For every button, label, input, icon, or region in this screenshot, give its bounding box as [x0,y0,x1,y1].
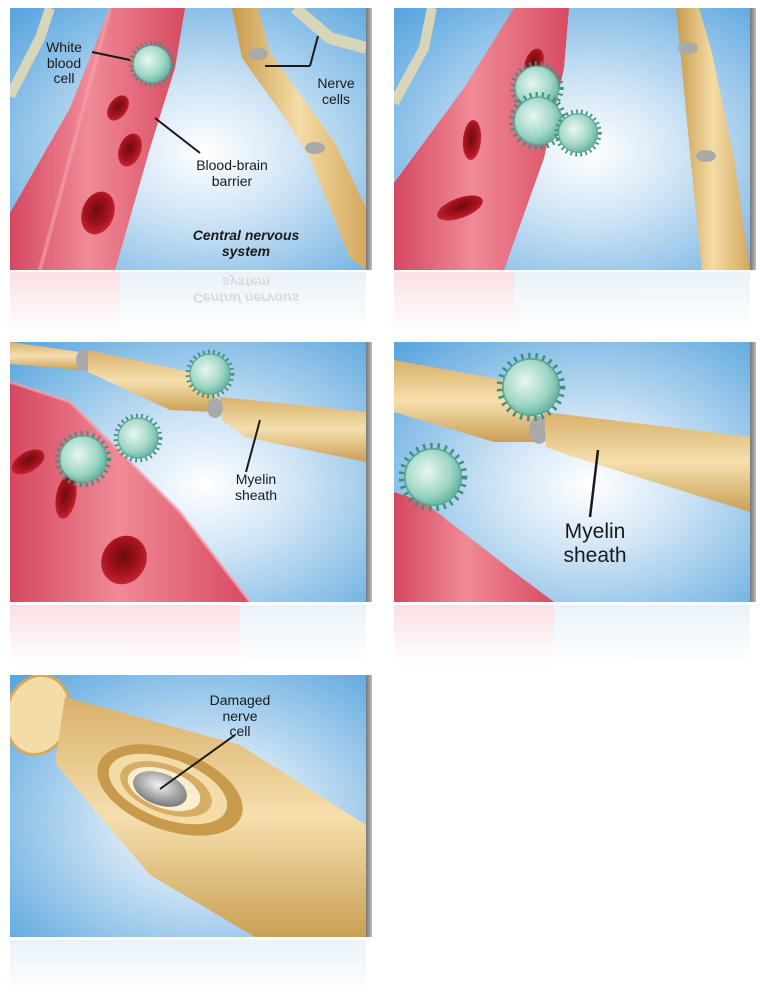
label-nerve-cells: Nerve cells [317,75,355,107]
nerve-cell-icon [394,360,750,512]
panel-4-edge [750,342,756,602]
panel-1-reflection: Central nervous system [10,272,366,332]
label-myelin-sheath: Myelin sheath [563,520,627,568]
label-myelin-sheath: Myelin sheath [234,471,278,503]
panel-3-attack-myelin: Myelin sheath [10,342,366,602]
nerve-cell-icon [10,342,366,462]
label-central-nervous-system: Central nervous system [192,227,300,259]
label-damaged-nerve-cell: Damaged nerve cell [209,692,271,740]
nerve-cell-icon [10,675,366,937]
panel-5-reflection [10,940,366,995]
label-blood-brain-barrier: Blood-brain barrier [196,157,268,189]
panel-5-edge [366,675,372,937]
panel-2-edge [750,8,756,270]
panel-2-reflection [394,272,750,332]
panel-1-edge [366,8,372,270]
panel-2-white-cells-crossing [394,8,750,270]
nerve-cell-icon [676,8,750,270]
panel-4-reflection [394,605,750,665]
panel-3-reflection [10,605,366,665]
red-blood-cell-icon [81,95,142,235]
nerve-cell-icon [232,8,366,270]
panel-4-myelin-closeup: Myelin sheath [394,342,750,602]
label-white-blood-cell: White blood cell [46,39,82,87]
red-blood-cell-icon [11,449,147,585]
panel-5-damaged-nerve: Damaged nerve cell [10,675,366,937]
reflection-text: Central nervous system [192,274,300,307]
panel-1-blood-vessel: White blood cell Nerve cells Blood-brain… [10,8,366,270]
panel-3-edge [366,342,372,602]
